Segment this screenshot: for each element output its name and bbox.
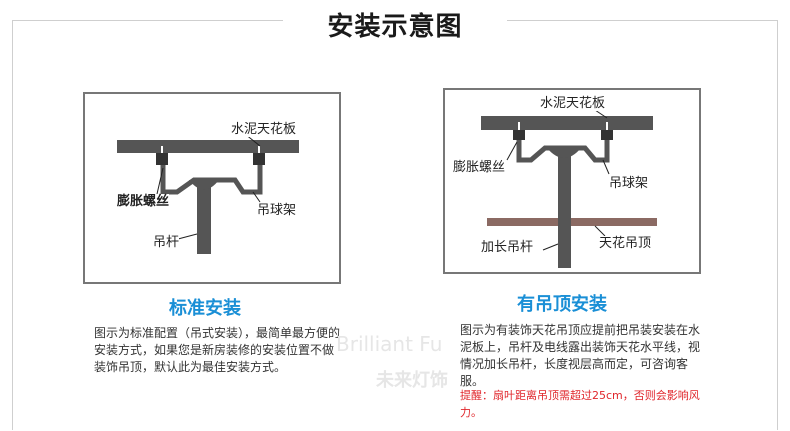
label-expansion-bolt: 膨胀螺丝 bbox=[453, 160, 506, 175]
title-background bbox=[283, 6, 507, 44]
label-extended-rod: 加长吊杆 bbox=[481, 240, 534, 255]
leader-rod bbox=[542, 243, 559, 251]
label-hanging-bracket: 吊球架 bbox=[609, 176, 649, 191]
page-title: 安装示意图 bbox=[327, 12, 463, 42]
rod-ball bbox=[189, 180, 219, 190]
leader-rod bbox=[177, 233, 198, 240]
standard-install-description: 图示为标准配置（吊式安装），最简单最方便的安装方式，如果您是新房装修的安装位置不… bbox=[94, 326, 341, 374]
expansion-bolt-left bbox=[156, 153, 168, 165]
label-hanging-rod: 吊杆 bbox=[153, 235, 180, 250]
expansion-bolt-left bbox=[513, 130, 525, 140]
decorative-ceiling-left bbox=[487, 218, 558, 226]
label-concrete-slab: 水泥天花板 bbox=[231, 122, 297, 137]
decorative-ceiling-right bbox=[571, 218, 657, 226]
standard-install-diagram: 水泥天花板 膨胀螺丝 吊球架 吊杆 bbox=[83, 92, 341, 284]
label-expansion-bolt: 膨胀螺丝 bbox=[117, 194, 170, 209]
leader-ceiling bbox=[594, 225, 606, 237]
ceiling-install-drawing bbox=[481, 109, 657, 268]
ceiling-install-description: 图示为有装饰天花吊顶应提前把吊装安装在水泥板上，吊杆及电线露出装饰天花水平线，视… bbox=[460, 323, 701, 388]
rod-ball bbox=[547, 148, 581, 158]
standard-install-drawing bbox=[117, 133, 299, 254]
extended-rod bbox=[558, 156, 571, 268]
concrete-slab bbox=[481, 116, 653, 130]
label-decorative-ceiling: 天花吊顶 bbox=[599, 236, 652, 251]
expansion-bolt-right bbox=[601, 130, 613, 140]
concrete-slab bbox=[117, 140, 299, 153]
leader-bolt bbox=[506, 141, 518, 161]
ceiling-install-diagram: 水泥天花板 膨胀螺丝 吊球架 加长吊杆 天花吊顶 bbox=[443, 88, 701, 274]
ceiling-install-warning: 提醒：扇叶距离吊顶需超过25cm，否则会影响风力。 bbox=[460, 389, 700, 419]
standard-install-heading: 标准安装 bbox=[169, 298, 241, 319]
leader-slab bbox=[594, 109, 608, 119]
expansion-bolt-right bbox=[253, 153, 265, 165]
leader-bracket bbox=[252, 191, 261, 203]
leader-bolt bbox=[156, 167, 164, 195]
label-hanging-bracket: 吊球架 bbox=[257, 203, 297, 218]
hanging-rod bbox=[197, 186, 211, 254]
label-concrete-slab: 水泥天花板 bbox=[540, 96, 606, 111]
leader-bracket bbox=[602, 159, 610, 175]
ceiling-install-heading: 有吊顶安装 bbox=[517, 294, 607, 315]
